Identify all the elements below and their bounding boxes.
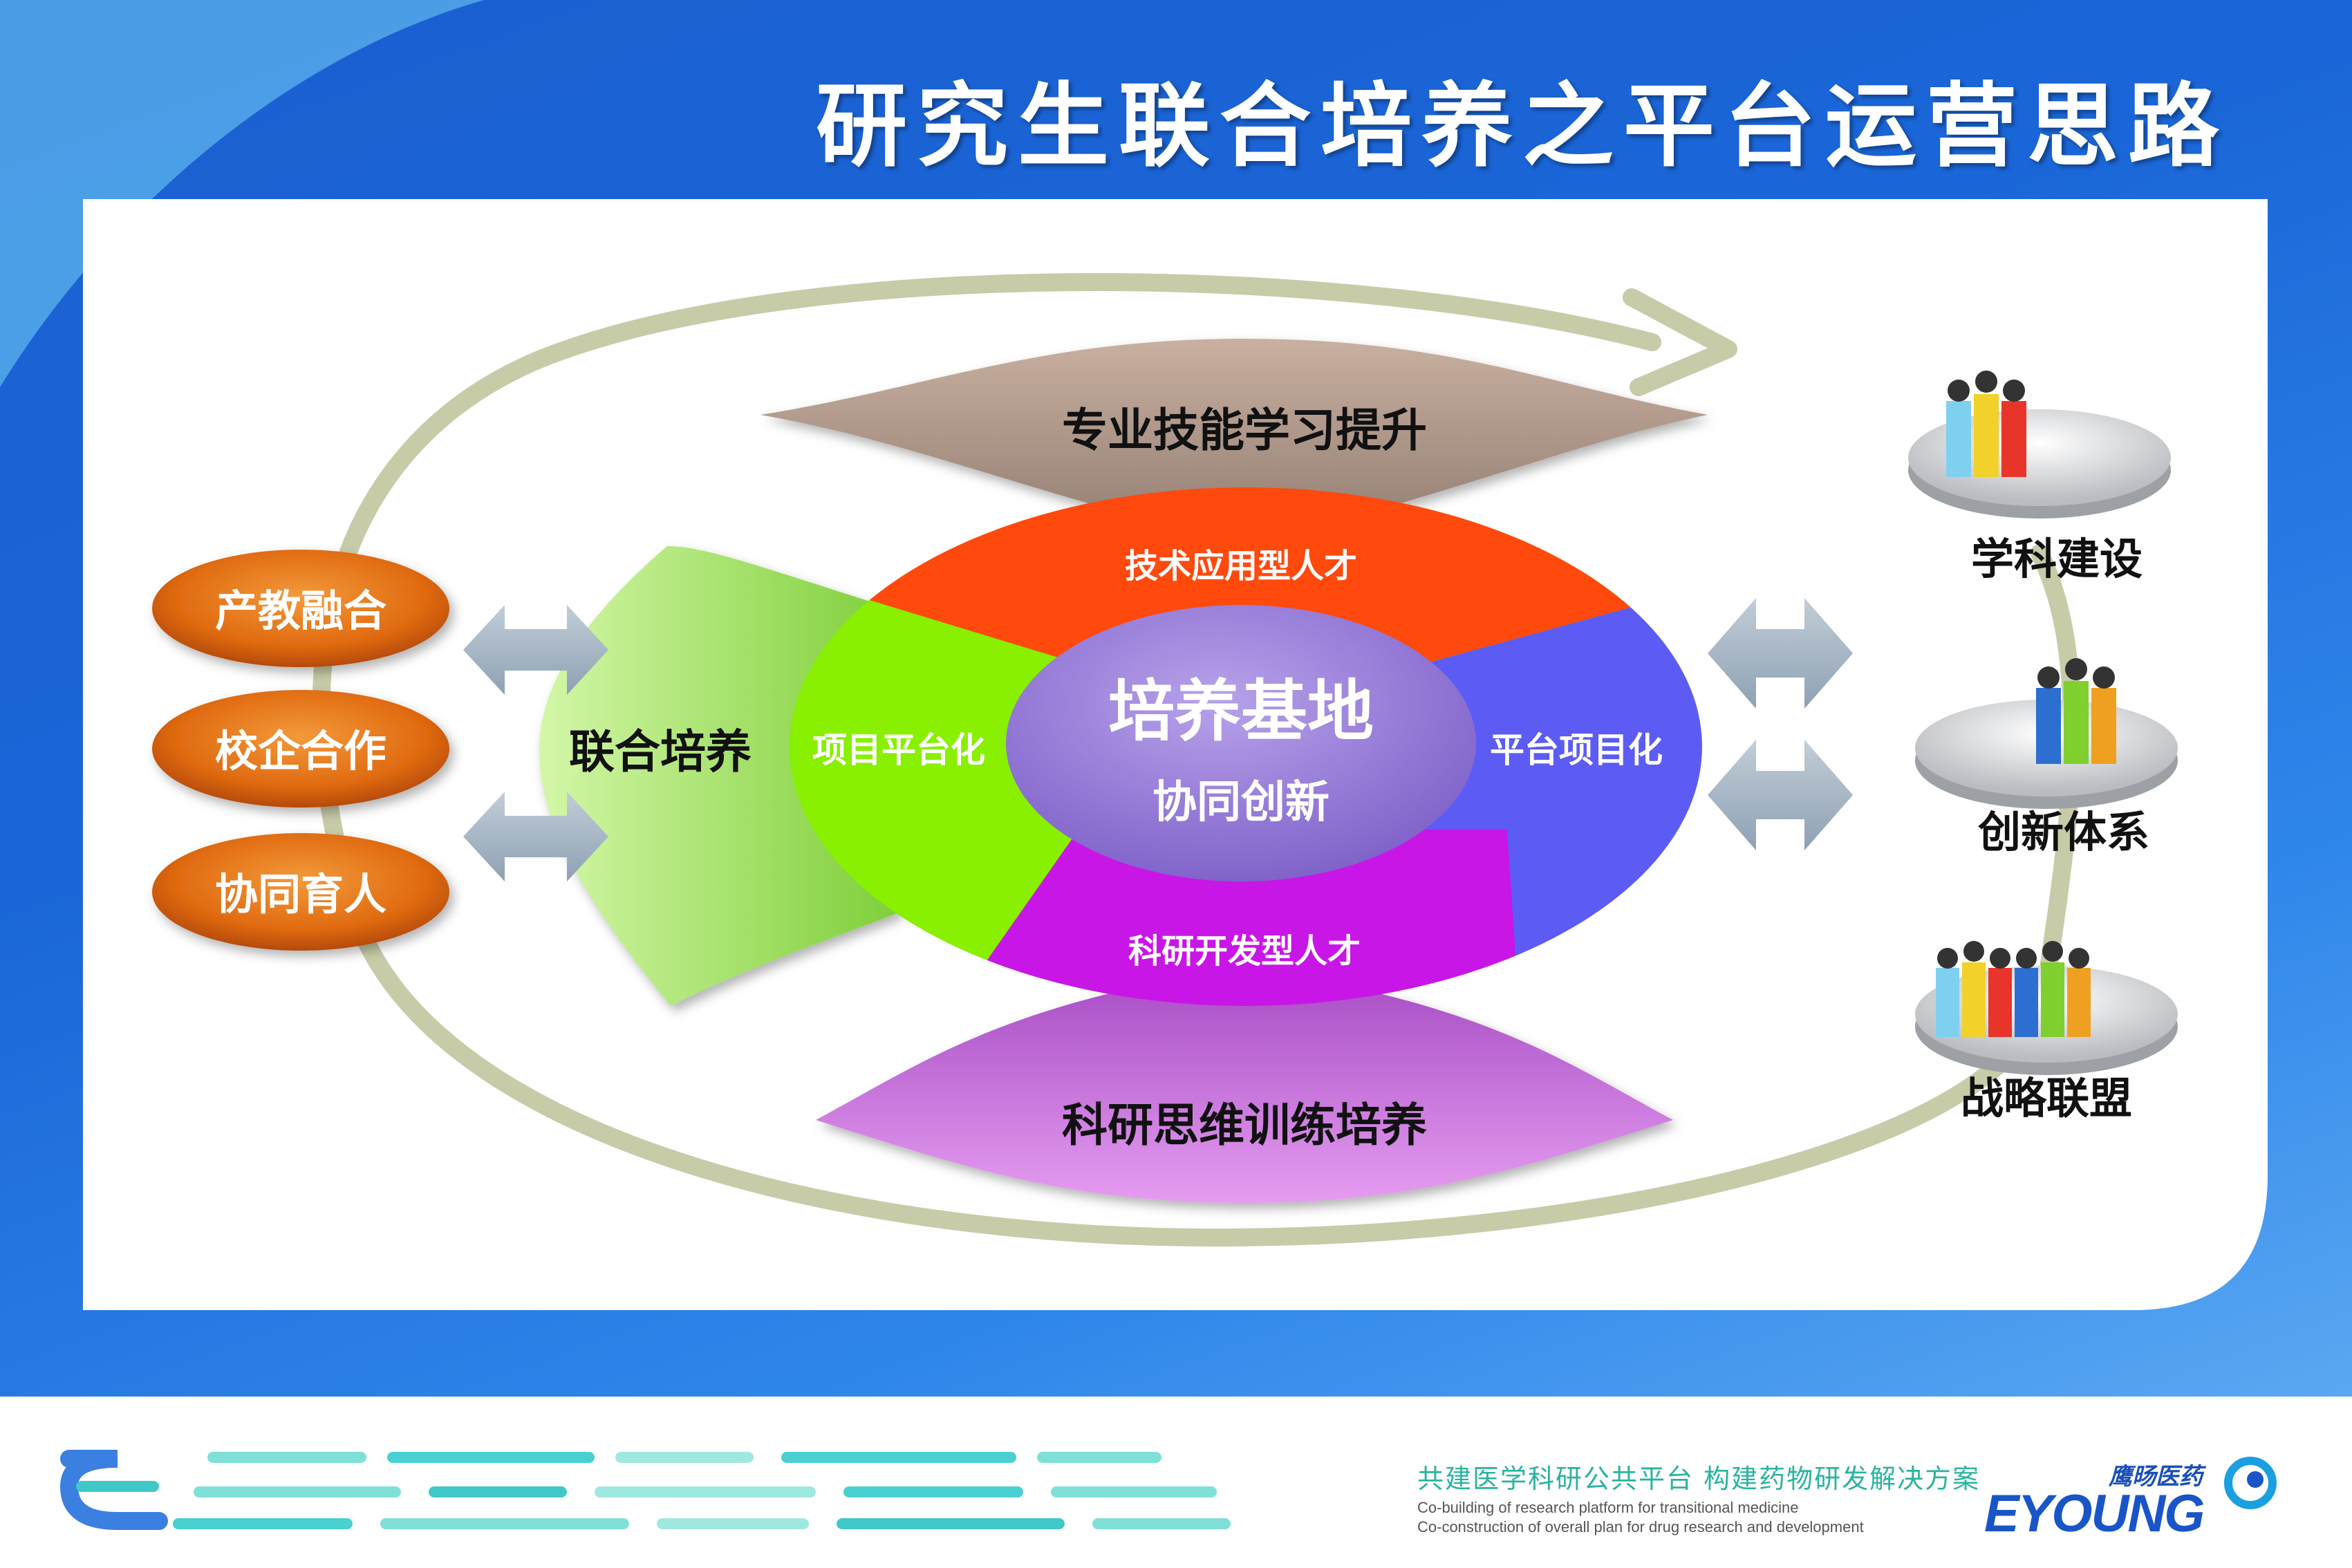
- footer-slogan-en-2: Co-construction of overall plan for drug…: [1417, 1518, 1864, 1536]
- left-nodes: [152, 550, 449, 951]
- left-double-arrow-upper: [463, 605, 608, 695]
- left-node-label-2: 校企合作: [215, 726, 386, 776]
- center-subtitle: 协同创新: [1152, 777, 1329, 828]
- right-node-label-1: 学科建设: [1971, 534, 2143, 584]
- footer-dash-decoration: [59, 1450, 1231, 1530]
- team-large-icon: [1936, 941, 2091, 1037]
- top-wing-label: 专业技能学习提升: [1062, 404, 1427, 457]
- joint-training-wing: [539, 546, 899, 1006]
- right-double-arrow-upper: [1708, 598, 1853, 709]
- right-node-label-3: 战略联盟: [1961, 1073, 2132, 1123]
- right-nodes: [1908, 371, 2178, 1075]
- bottom-wing: [816, 968, 1673, 1203]
- joint-training-label: 联合培养: [569, 725, 752, 778]
- node-ellipse-3: [152, 833, 449, 951]
- top-wing: [760, 339, 1708, 546]
- brand-name-en: EYOUNG: [1984, 1484, 2205, 1543]
- quadrant-right-label: 平台项目化: [1490, 730, 1663, 770]
- left-double-arrow-lower: [463, 792, 608, 881]
- corner-swoosh: [0, 0, 484, 387]
- center-title: 培养基地: [1108, 673, 1374, 750]
- left-node-label-3: 协同育人: [215, 869, 386, 920]
- left-node-label-1: 产教融合: [215, 586, 386, 636]
- center-ellipse: [1006, 605, 1476, 881]
- page-title: 研究生联合培养之平台运营思路: [816, 73, 2229, 180]
- right-connector-arrows: [1708, 598, 1853, 850]
- left-connector-arrows: [463, 605, 608, 881]
- team-small-icon: [2036, 658, 2116, 764]
- team-small-icon: [1946, 371, 2026, 477]
- bottom-wing-label: 科研思维训练培养: [1062, 1099, 1427, 1152]
- right-double-arrow-lower: [1708, 740, 1853, 850]
- node-ellipse-2: [152, 690, 449, 808]
- node-ellipse-1: [152, 550, 449, 667]
- footer-slogan-cn: 共建医学科研公共平台 构建药物研发解决方案: [1417, 1464, 1981, 1494]
- footer-slogan-en-1: Co-building of research platform for tra…: [1417, 1499, 1799, 1516]
- quadrant-left-label: 项目平台化: [812, 730, 985, 770]
- quadrant-bottom-label: 科研开发型人才: [1128, 932, 1361, 971]
- brand-name-cn: 鹰旸医药: [2109, 1463, 2203, 1491]
- brand-logo-swirl-icon: [2224, 1457, 2277, 1509]
- quadrant-top-label: 技术应用型人才: [1125, 547, 1357, 586]
- right-node-label-2: 创新体系: [1978, 807, 2149, 857]
